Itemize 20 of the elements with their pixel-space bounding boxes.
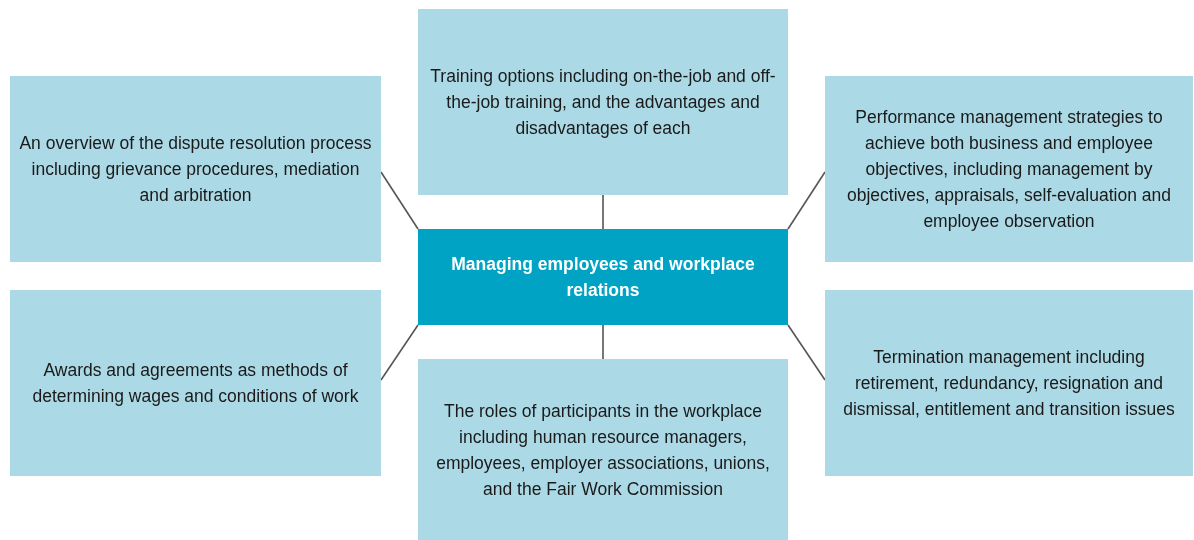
topic-text: Performance management strategies to achieve both business and employee objectives, including management by objectives, appraisals, self-evaluation and employee observation [846,106,1172,233]
connector-line [787,324,826,381]
connector-line [602,324,604,360]
topic-box [418,359,788,540]
connector-line [380,171,419,230]
central-topic-box [418,229,788,325]
topic-box [10,76,381,262]
topic-text: An overview of the dispute resolution process including grievance procedures, mediation and arbitration [18,132,373,207]
topic-text: Training options including on-the-job and off-the-job training, and the advantages and disadvantages of each [429,65,777,140]
topic-box [825,76,1193,262]
connector-line [787,171,826,230]
topic-box [418,9,788,195]
topic-box [10,290,381,476]
topic-text: The roles of participants in the workplace including human resource managers, employees, employer associations, unions, and the Fair Work Commission [435,399,771,501]
connector-line [602,194,604,230]
topic-text: Termination management including retirement, redundancy, resignation and dismissal, entitlement and transition issues [842,346,1176,421]
topic-text: Managing employees and workplace relations [450,253,756,302]
topic-text: Awards and agreements as methods of determining wages and conditions of work [31,359,360,408]
topic-box [825,290,1193,476]
connector-line [380,324,419,381]
